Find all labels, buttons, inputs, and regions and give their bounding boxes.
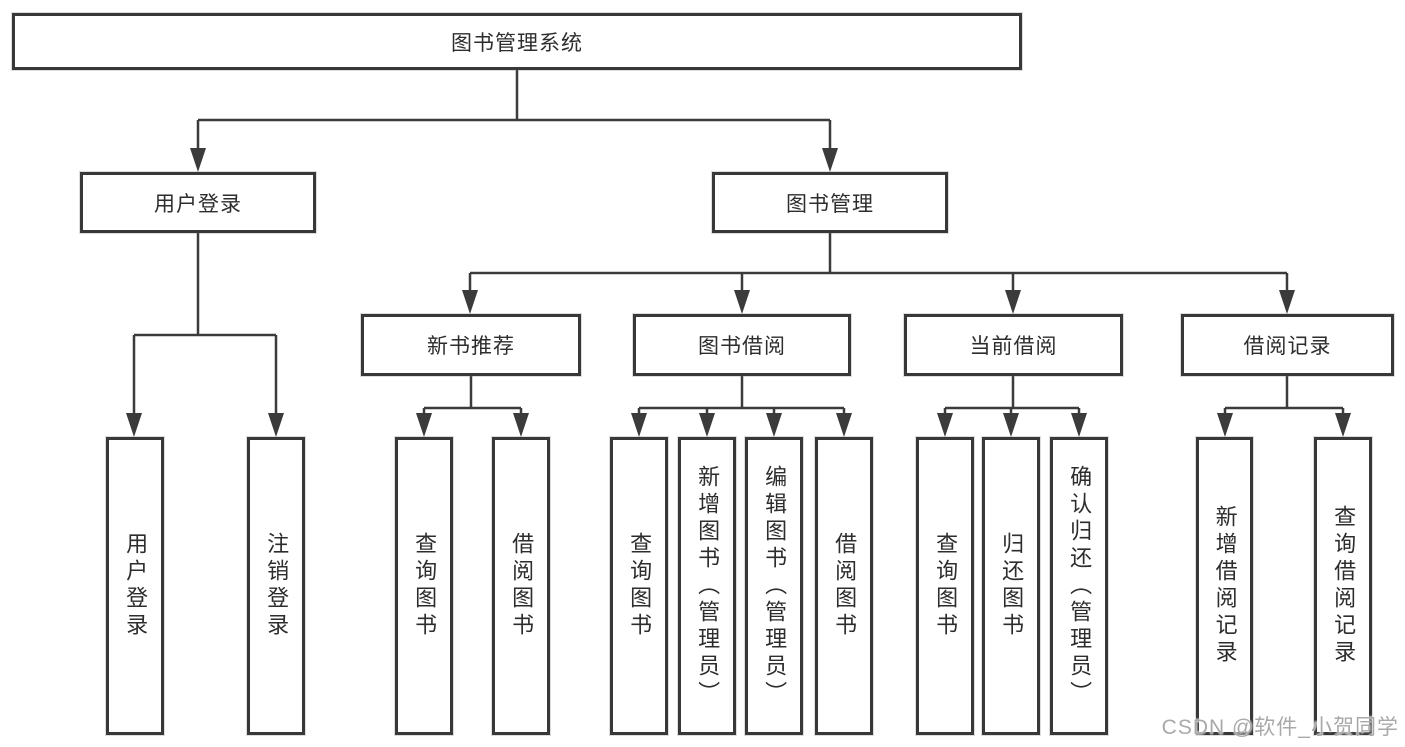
node-root-label: 图书管理系统 — [451, 31, 583, 55]
leaf-cb-query-books: 查询图书 — [916, 437, 974, 735]
leaf-bb-add-books-admin-label: 新增图书（管理员） — [695, 464, 721, 708]
node-new-book-rec-label: 新书推荐 — [427, 335, 515, 358]
node-user-login-label: 用户登录 — [154, 192, 242, 216]
leaf-bb-edit-books-admin-label: 编辑图书（管理员） — [762, 464, 788, 708]
connector-paths — [132, 70, 1345, 415]
leaf-cb-confirm-return-admin-label: 确认归还（管理员） — [1067, 464, 1093, 708]
node-current-borrow: 当前借阅 — [904, 314, 1123, 376]
leaf-user-login-label: 用户登录 — [123, 532, 149, 640]
leaf-bb-add-books-admin: 新增图书（管理员） — [678, 437, 736, 735]
node-borrow-record: 借阅记录 — [1181, 314, 1394, 376]
leaf-logout: 注销登录 — [247, 437, 305, 735]
leaf-nb-borrow-books: 借阅图书 — [492, 437, 550, 735]
arrowheads — [126, 148, 1351, 437]
leaf-br-query-record-label: 查询借阅记录 — [1331, 505, 1357, 667]
leaf-bb-edit-books-admin: 编辑图书（管理员） — [745, 437, 803, 735]
leaf-logout-label: 注销登录 — [264, 532, 290, 640]
leaf-user-login: 用户登录 — [106, 437, 164, 735]
leaf-nb-query-books: 查询图书 — [395, 437, 453, 735]
node-book-mgmt: 图书管理 — [712, 172, 948, 233]
leaf-cb-return-books: 归还图书 — [982, 437, 1040, 735]
node-new-book-rec: 新书推荐 — [361, 314, 581, 376]
leaf-bb-borrow-books-label: 借阅图书 — [832, 532, 858, 640]
leaf-bb-borrow-books: 借阅图书 — [815, 437, 873, 735]
node-current-borrow-label: 当前借阅 — [969, 335, 1058, 358]
node-book-mgmt-label: 图书管理 — [786, 192, 874, 216]
leaf-cb-confirm-return-admin: 确认归还（管理员） — [1050, 437, 1108, 735]
leaf-nb-query-books-label: 查询图书 — [412, 532, 438, 640]
leaf-bb-query-books: 查询图书 — [610, 437, 668, 735]
node-book-borrow-label: 图书借阅 — [698, 335, 786, 358]
leaf-nb-borrow-books-label: 借阅图书 — [509, 532, 535, 640]
watermark: CSDN @软件_小贺同学 — [1161, 716, 1399, 739]
node-root: 图书管理系统 — [12, 13, 1022, 70]
node-user-login: 用户登录 — [80, 172, 316, 233]
leaf-bb-query-books-label: 查询图书 — [627, 532, 653, 640]
leaf-cb-return-books-label: 归还图书 — [999, 532, 1025, 640]
leaf-cb-query-books-label: 查询图书 — [933, 532, 959, 640]
leaf-br-add-record: 新增借阅记录 — [1196, 437, 1253, 735]
leaf-br-add-record-label: 新增借阅记录 — [1212, 505, 1238, 667]
node-book-borrow: 图书借阅 — [633, 314, 851, 376]
leaf-br-query-record: 查询借阅记录 — [1314, 437, 1372, 735]
node-borrow-record-label: 借阅记录 — [1243, 335, 1332, 358]
